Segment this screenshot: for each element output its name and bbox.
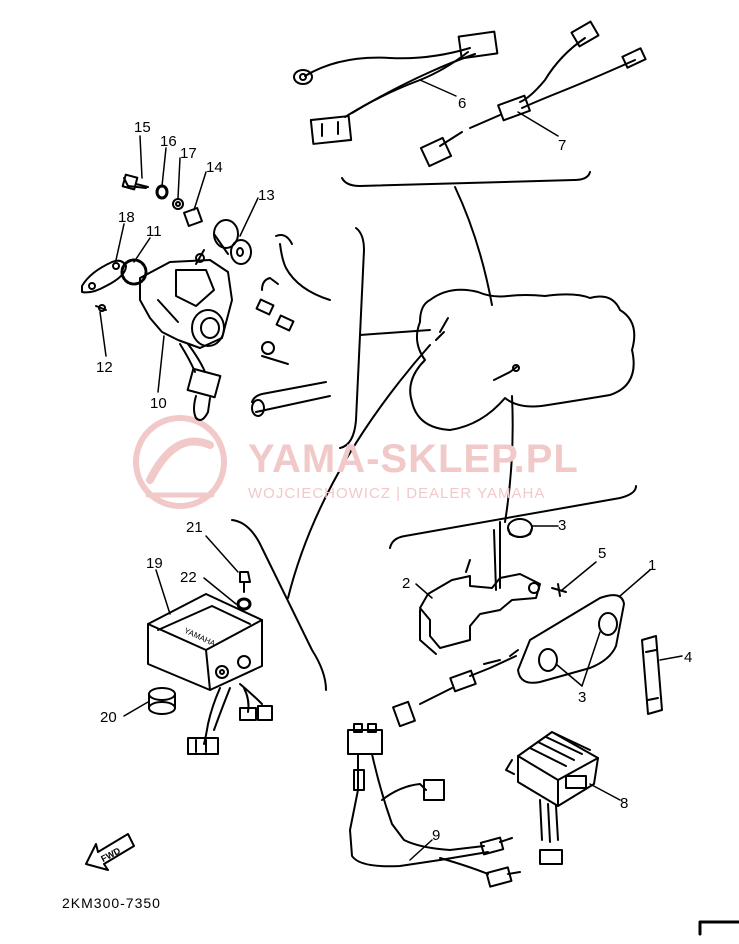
bracket-2 bbox=[419, 521, 541, 655]
callout-2: 2 bbox=[402, 575, 410, 592]
callout-14: 14 bbox=[206, 159, 223, 176]
switch-mount-parts bbox=[251, 234, 331, 417]
diagram-code: 2KM300-7350 bbox=[62, 895, 161, 911]
rubber-cap-3-top bbox=[507, 518, 533, 538]
group-bracket-top bbox=[341, 171, 591, 187]
callout-leaders bbox=[99, 79, 683, 861]
rectifier-8 bbox=[505, 731, 599, 865]
callout-17: 17 bbox=[180, 145, 197, 162]
callout-5: 5 bbox=[598, 545, 606, 562]
callout-16: 16 bbox=[160, 133, 177, 150]
ignition-switch-assembly bbox=[81, 173, 252, 421]
wire-harness-7 bbox=[419, 20, 647, 168]
callout-1: 1 bbox=[648, 557, 656, 574]
callout-7: 7 bbox=[558, 137, 566, 154]
callout-6: 6 bbox=[458, 95, 466, 112]
leader-line bbox=[454, 186, 493, 306]
callout-8: 8 bbox=[620, 795, 628, 812]
callout-20: 20 bbox=[100, 709, 117, 726]
callout-3-top: 3 bbox=[558, 517, 566, 534]
frame-corner bbox=[698, 920, 739, 936]
callout-15: 15 bbox=[134, 119, 151, 136]
cover-1 bbox=[509, 594, 625, 684]
callout-10: 10 bbox=[150, 395, 167, 412]
motorcycle-silhouette bbox=[409, 288, 636, 431]
rubber-cap-20 bbox=[148, 687, 176, 715]
callout-13: 13 bbox=[258, 187, 275, 204]
callout-4: 4 bbox=[684, 649, 692, 666]
screw-5 bbox=[551, 583, 567, 597]
strap-4 bbox=[641, 635, 663, 715]
leader-line bbox=[504, 395, 514, 523]
leader-line bbox=[359, 329, 431, 336]
igniter-unit-19 bbox=[147, 571, 273, 755]
callout-21: 21 bbox=[186, 519, 203, 536]
group-bracket-left-lower bbox=[231, 519, 327, 691]
callout-19: 19 bbox=[146, 555, 163, 572]
watermark-subtitle: WOJCIECHOWICZ | DEALER YAMAHA bbox=[248, 485, 545, 502]
igniter-brand-label: YAMAHA bbox=[183, 626, 217, 648]
callout-9: 9 bbox=[432, 827, 440, 844]
callout-12: 12 bbox=[96, 359, 113, 376]
leader-line bbox=[287, 344, 431, 599]
callout-3-bottom: 3 bbox=[578, 689, 586, 706]
callout-22: 22 bbox=[180, 569, 197, 586]
lead-wire bbox=[392, 655, 517, 728]
group-bracket-left bbox=[339, 227, 365, 449]
fwd-arrow-icon bbox=[85, 833, 135, 871]
wire-harness-6 bbox=[293, 30, 499, 145]
watermark-title: YAMA-SKLEP.PL bbox=[248, 437, 579, 481]
watermark-logo bbox=[133, 415, 227, 509]
callout-11: 11 bbox=[146, 223, 162, 240]
group-bracket-right bbox=[389, 485, 637, 549]
wire-harness-9 bbox=[347, 723, 521, 888]
callout-18: 18 bbox=[118, 209, 135, 226]
